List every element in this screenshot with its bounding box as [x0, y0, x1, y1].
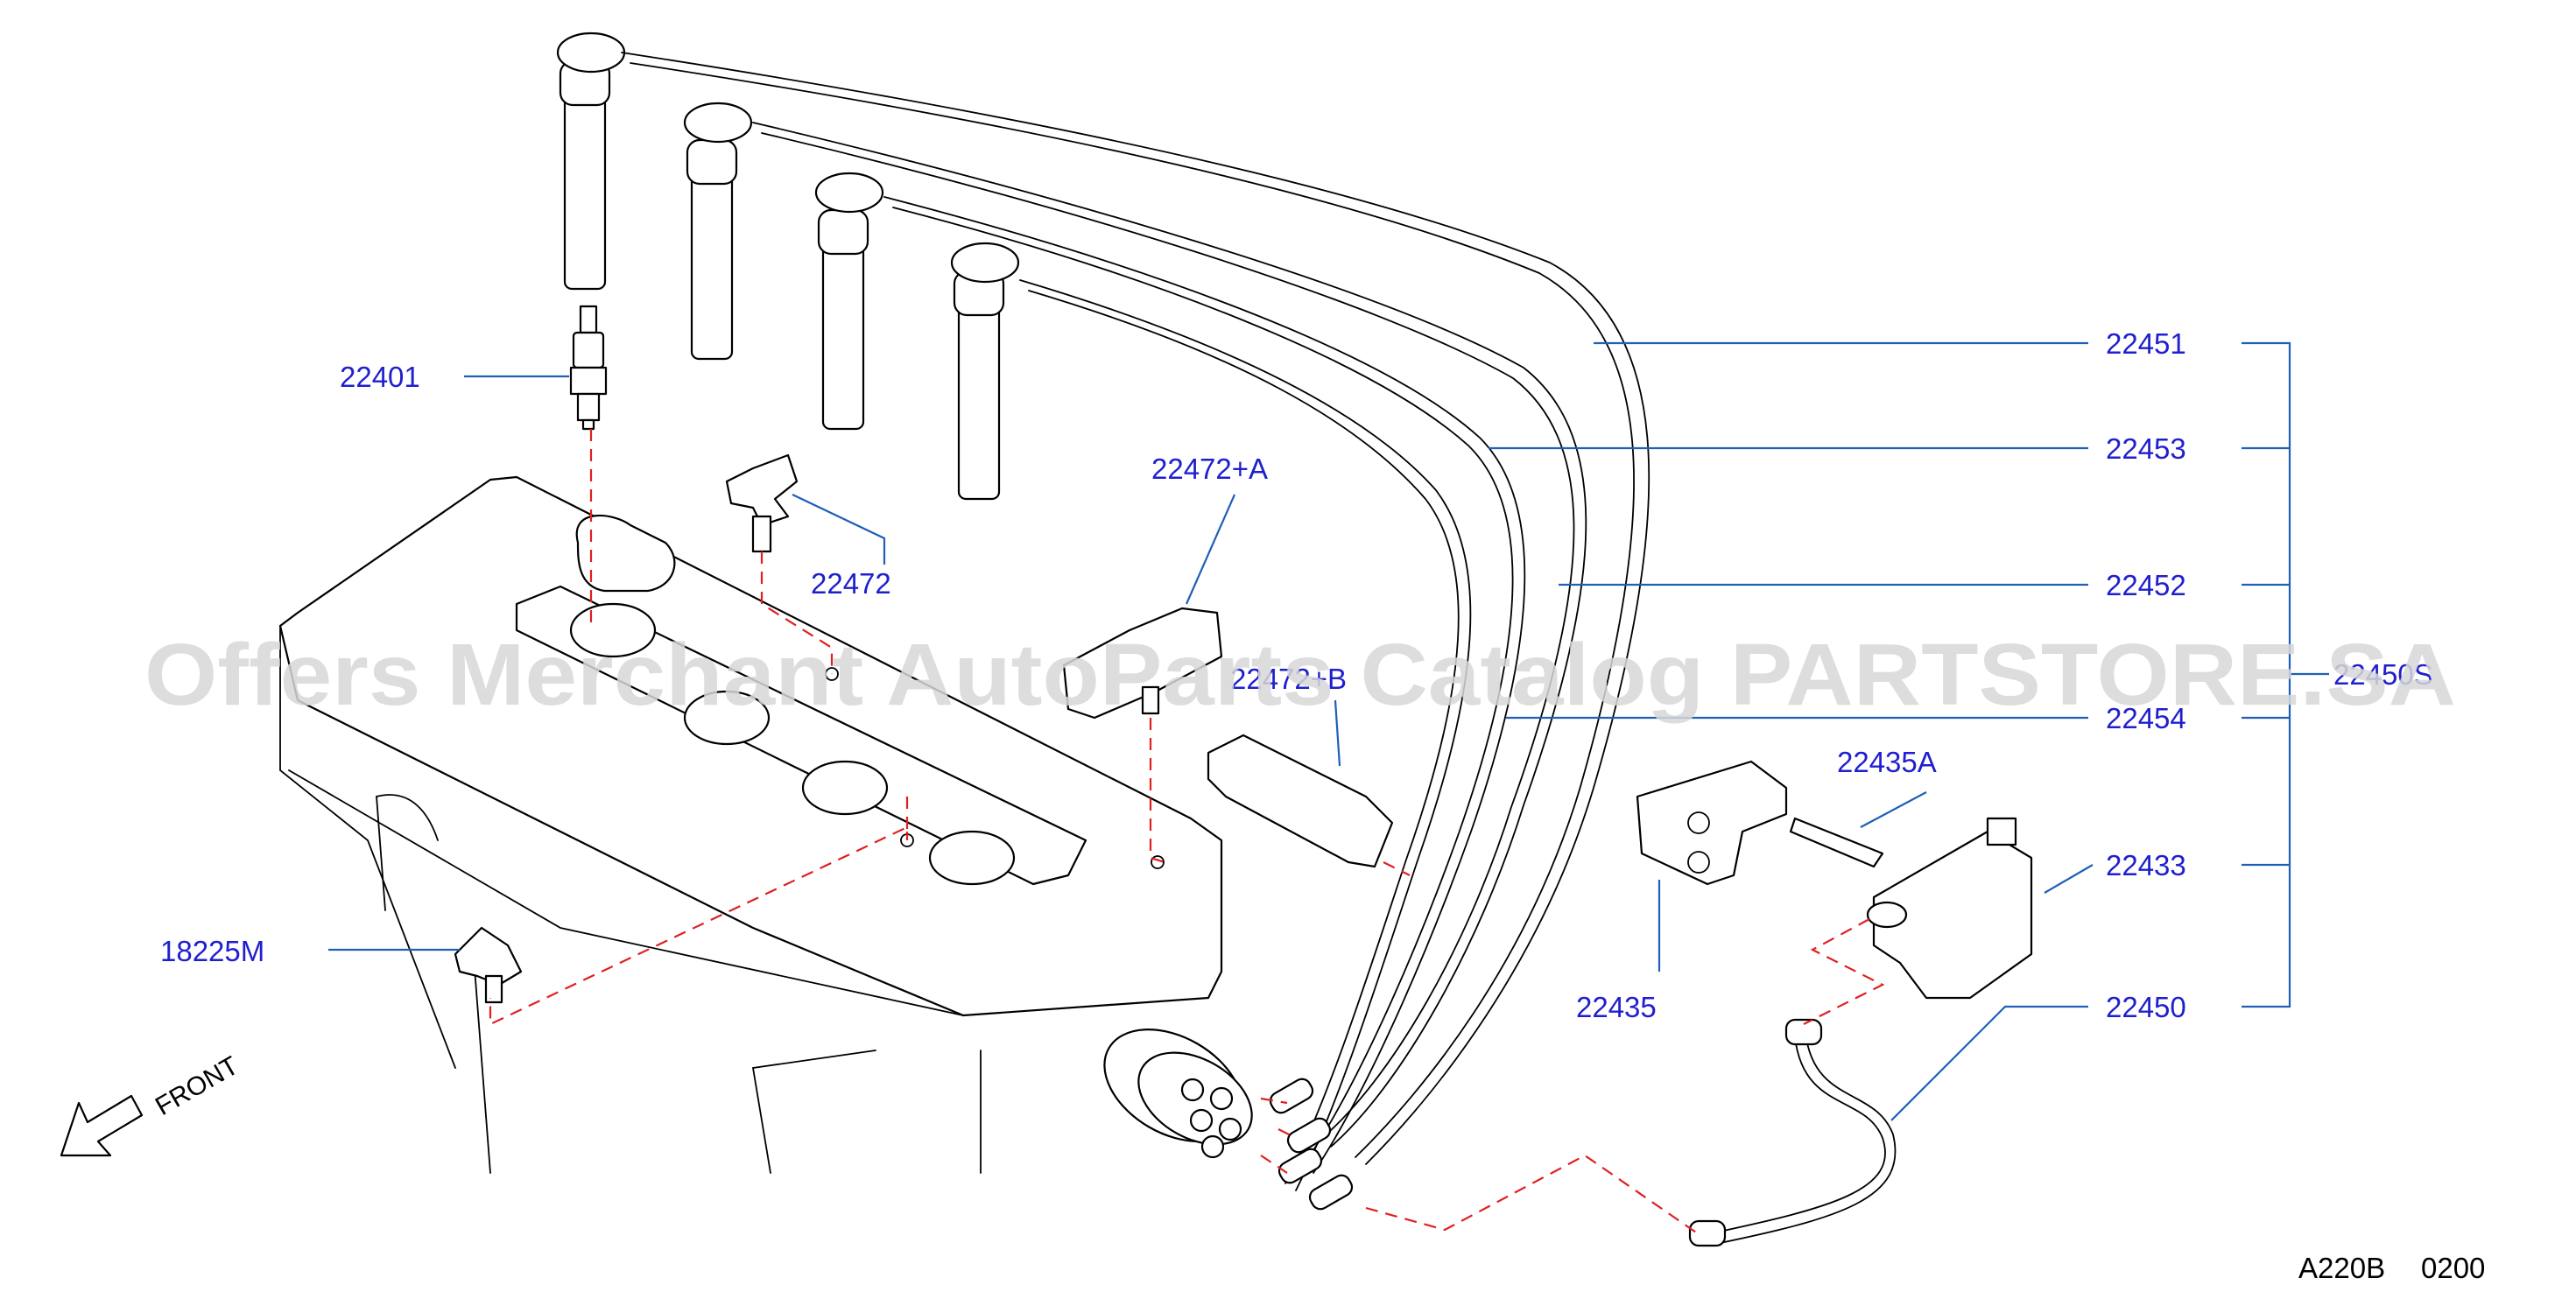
label-22450[interactable]: 22450 [2106, 991, 2186, 1023]
label-22435[interactable]: 22435 [1576, 991, 1657, 1023]
label-22401[interactable]: 22401 [340, 361, 420, 393]
wire-clip-18225m [454, 926, 523, 1004]
ignition-coil [1866, 817, 2033, 1000]
wire-clip-22472 [725, 453, 799, 553]
wire-holder-22472b [1207, 734, 1394, 868]
diagram-code: A220B [2298, 1252, 2385, 1284]
spark-plug-wire-set [556, 32, 1650, 1211]
watermark: Offers Merchant AutoParts Catalog PARTST… [144, 626, 2456, 724]
front-label: FRONT [151, 1051, 243, 1121]
diagram-revision: 0200 [2421, 1252, 2485, 1284]
plug-boot-4 [950, 242, 1020, 501]
label-22433[interactable]: 22433 [2106, 849, 2186, 881]
coil-bolt [1789, 817, 1884, 868]
label-22472-a[interactable]: 22472+A [1151, 453, 1268, 485]
assembly-guides [489, 429, 1885, 1235]
label-22472[interactable]: 22472 [811, 567, 891, 600]
label-22450s[interactable]: 22450S [2333, 658, 2433, 691]
leader-lines [328, 341, 2329, 1121]
label-22452[interactable]: 22452 [2106, 569, 2186, 601]
label-22454[interactable]: 22454 [2106, 702, 2186, 734]
label-22472-b[interactable]: 22472+B [1230, 663, 1347, 695]
coil-bracket [1636, 760, 1788, 886]
label-22451[interactable]: 22451 [2106, 327, 2186, 360]
coil-wire [1688, 1018, 1897, 1247]
spark-plug [569, 305, 608, 431]
plug-boot-1 [556, 32, 626, 291]
wire-holder-22472a [1062, 607, 1223, 720]
plug-boot-3 [814, 172, 884, 431]
label-18225m[interactable]: 18225M [160, 935, 264, 967]
front-arrow-icon [60, 1094, 144, 1157]
label-22435a[interactable]: 22435A [1837, 746, 1937, 778]
plug-boot-2 [683, 102, 753, 361]
label-22453[interactable]: 22453 [2106, 432, 2186, 465]
engine-cylinder-head [278, 475, 1223, 1174]
distributor-cap [1103, 1029, 1253, 1159]
